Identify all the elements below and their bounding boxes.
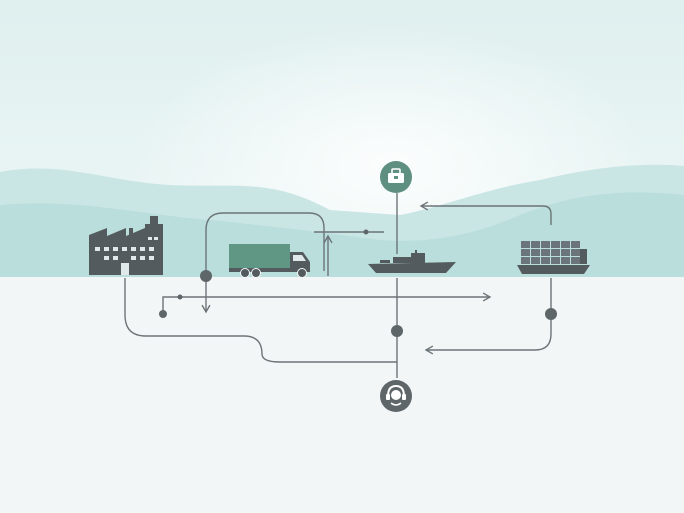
bottom-badge bbox=[380, 380, 412, 412]
junction-dot-small-mid bbox=[177, 294, 183, 300]
ground bbox=[0, 277, 684, 513]
ship-icon bbox=[368, 250, 456, 273]
connector-truck-loop bbox=[205, 212, 325, 275]
connector-left-dot-up bbox=[162, 296, 180, 313]
connector-factory-curve bbox=[124, 278, 397, 363]
briefcase-icon bbox=[388, 168, 404, 183]
junction-dot-small-left bbox=[159, 310, 167, 318]
junction-dot-right bbox=[545, 308, 557, 320]
junction-dots bbox=[159, 229, 557, 337]
junction-dot-center bbox=[391, 325, 403, 337]
factory-icon bbox=[89, 216, 163, 275]
connector-container-top bbox=[419, 201, 552, 225]
container-ship-icon bbox=[517, 241, 590, 274]
junction-dot-truck-line bbox=[363, 229, 369, 235]
junction-dot-factory bbox=[200, 270, 212, 282]
connector-right-return bbox=[424, 278, 552, 355]
truck-icon bbox=[229, 244, 310, 278]
top-badge bbox=[380, 161, 412, 193]
connector-lines bbox=[124, 193, 552, 378]
hills-front bbox=[0, 192, 684, 278]
support-headset-icon bbox=[386, 384, 406, 406]
